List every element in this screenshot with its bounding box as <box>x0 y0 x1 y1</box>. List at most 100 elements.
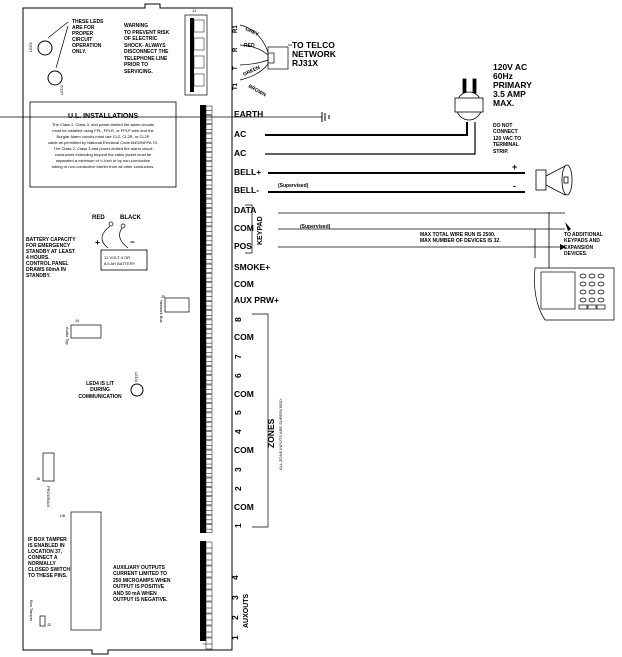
u6-label: U6 <box>60 513 66 518</box>
terminal-screw-icon <box>205 449 213 459</box>
battery-spec: 12 VOLT 4 OR <box>104 255 130 260</box>
terminal-screw-icon <box>205 403 213 413</box>
svg-text:60Hz: 60Hz <box>493 71 513 81</box>
ul-title: U.L. INSTALLATIONS <box>68 113 138 120</box>
keypad-group-label: KEYPAD <box>257 216 264 245</box>
terminal-screw-icon <box>205 170 213 180</box>
svg-text:STANDBY.: STANDBY. <box>26 273 51 279</box>
terminal-label: COM <box>234 279 254 289</box>
battery-note: BATTERY CAPACITY FOR EMERGENCY STANDBY A… <box>26 237 76 279</box>
svg-text:TERMINAL: TERMINAL <box>493 142 519 148</box>
svg-text:250 MICROAMPS WHEN: 250 MICROAMPS WHEN <box>113 578 171 584</box>
svg-text:TO TELCO: TO TELCO <box>292 40 335 50</box>
additional-devices-note: TO ADDITIONAL KEYPADS AND EXPANSION DEVI… <box>564 232 603 257</box>
terminal-screw-icon <box>205 553 213 566</box>
terminal-screw-icon <box>205 487 213 496</box>
svg-text:120V AC: 120V AC <box>493 62 527 72</box>
terminal-label: 2 <box>233 486 243 491</box>
bell-supervised: (Supervised) <box>278 183 309 189</box>
terminal-screw-icon <box>205 541 213 554</box>
svg-text:FOR EMERGENCY: FOR EMERGENCY <box>26 243 71 249</box>
led-note: THESE LEDS ARE FOR PROPER CIRCUIT OPERAT… <box>72 19 104 55</box>
svg-text:DRAWS 60mA IN: DRAWS 60mA IN <box>26 267 66 273</box>
terminal-screw-icon <box>193 37 205 51</box>
terminal-screw-icon <box>205 347 213 357</box>
svg-text:PRIMARY: PRIMARY <box>493 80 532 90</box>
siren-icon <box>535 164 573 196</box>
terminal-screw-icon <box>205 589 213 602</box>
wires <box>0 112 565 268</box>
terminal-screw-icon <box>205 421 213 431</box>
led1-icon <box>37 40 53 56</box>
terminal-screw-icon <box>205 124 213 134</box>
terminal-screw-icon <box>205 198 213 208</box>
aux-outputs-note: AUXILIARY OUTPUTS CURRENT LIMITED TO 250… <box>113 565 171 603</box>
aux-terminal-strip <box>200 541 213 650</box>
battery-icon <box>100 249 148 271</box>
tamper-note: IF BOX TAMPER IS ENABLED IN LOCATION 37,… <box>28 537 70 579</box>
bell-plus-sign: + <box>512 162 517 172</box>
svg-text:conductors extending beyond th: conductors extending beyond the cable ja… <box>55 152 152 157</box>
battery-spec-2: 6.5 AH BATTERY <box>104 261 136 266</box>
svg-text:CONNECT: CONNECT <box>493 129 518 135</box>
svg-text:EXPANSION: EXPANSION <box>564 245 593 251</box>
terminal-label: DATA <box>234 205 256 215</box>
network-bus-connector <box>164 297 190 313</box>
svg-text:DEVICES.: DEVICES. <box>564 251 588 257</box>
terminal-screw-icon <box>205 133 213 143</box>
ul-installations-box <box>29 101 177 188</box>
terminal-screw-icon <box>205 235 213 245</box>
led4-label: LED4 <box>134 372 139 383</box>
led4-note: LED4 IS LIT DURING COMMUNICATION <box>78 381 122 400</box>
terminal-screw-icon <box>205 301 213 310</box>
svg-text:R1: R1 <box>233 25 239 33</box>
svg-text:TO ADDITIONAL: TO ADDITIONAL <box>564 232 603 238</box>
zones-note: ALL ZONE INPUTS ARE SUPERVISED. <box>278 398 283 470</box>
battery-leads <box>101 221 129 249</box>
terminal-label: COM <box>234 445 254 455</box>
terminal-screw-icon <box>205 282 213 292</box>
network-bus-label: Network Bus <box>159 300 164 323</box>
arrow-icon <box>565 222 571 231</box>
terminal-screw-icon <box>193 73 205 87</box>
terminal-screw-icon <box>205 577 213 590</box>
telco-terminal-block: J1 <box>184 8 208 96</box>
svg-text:OF ELECTRIC: OF ELECTRIC <box>124 36 158 42</box>
box-tamper-label: Box Tamper <box>29 600 34 622</box>
terminal-screw-icon <box>205 412 213 422</box>
battery-red-label: RED <box>92 215 105 221</box>
svg-text:120 VAC TO: 120 VAC TO <box>493 136 521 142</box>
terminal-label: AC <box>234 148 246 158</box>
svg-text:ONLY.: ONLY. <box>72 49 87 55</box>
terminal-label: COM <box>234 389 254 399</box>
svg-text:AUXILIARY OUTPUTS: AUXILIARY OUTPUTS <box>113 565 166 571</box>
keypad-device-icon <box>534 267 615 321</box>
auxout-number: 2 <box>230 615 240 620</box>
j6-label: J6 <box>36 476 41 481</box>
svg-text:LOCATION 37,: LOCATION 37, <box>28 549 63 555</box>
terminal-screw-icon <box>205 477 213 487</box>
terminal-label: POS <box>234 241 252 251</box>
terminal-screw-icon <box>205 161 213 171</box>
terminal-screw-icon <box>205 105 213 115</box>
svg-text:separated a minimum of ¼ inch: separated a minimum of ¼ inch or by non-… <box>56 158 151 163</box>
svg-text:T: T <box>233 66 239 70</box>
terminal-screw-icon <box>205 637 213 650</box>
svg-text:IS ENABLED IN: IS ENABLED IN <box>28 543 65 549</box>
svg-text:IF BOX TAMPER: IF BOX TAMPER <box>28 537 67 543</box>
terminal-label: AUX PRW+ <box>234 295 279 305</box>
terminal-label: 4 <box>233 429 243 434</box>
svg-text:MAX.: MAX. <box>493 98 514 108</box>
svg-text:DURING: DURING <box>90 387 110 393</box>
terminal-label: 1 <box>233 523 243 528</box>
svg-text:CIRCUIT: CIRCUIT <box>72 37 92 43</box>
keypad-supervised: (Supervised) <box>300 224 331 230</box>
terminal-label: COM <box>234 223 254 233</box>
svg-text:STRIP.: STRIP. <box>493 149 509 155</box>
svg-text:The Class 2, Class 3 and power: The Class 2, Class 3 and power-limited f… <box>54 146 154 151</box>
led2-label: LED2 <box>59 84 64 95</box>
terminal-screw-icon <box>205 431 213 441</box>
max-wire-note: MAX TOTAL WIRE RUN IS 2500. MAX NUMBER O… <box>420 232 501 244</box>
terminal-screw-icon <box>205 319 213 329</box>
terminal-screw-icon <box>205 273 213 282</box>
